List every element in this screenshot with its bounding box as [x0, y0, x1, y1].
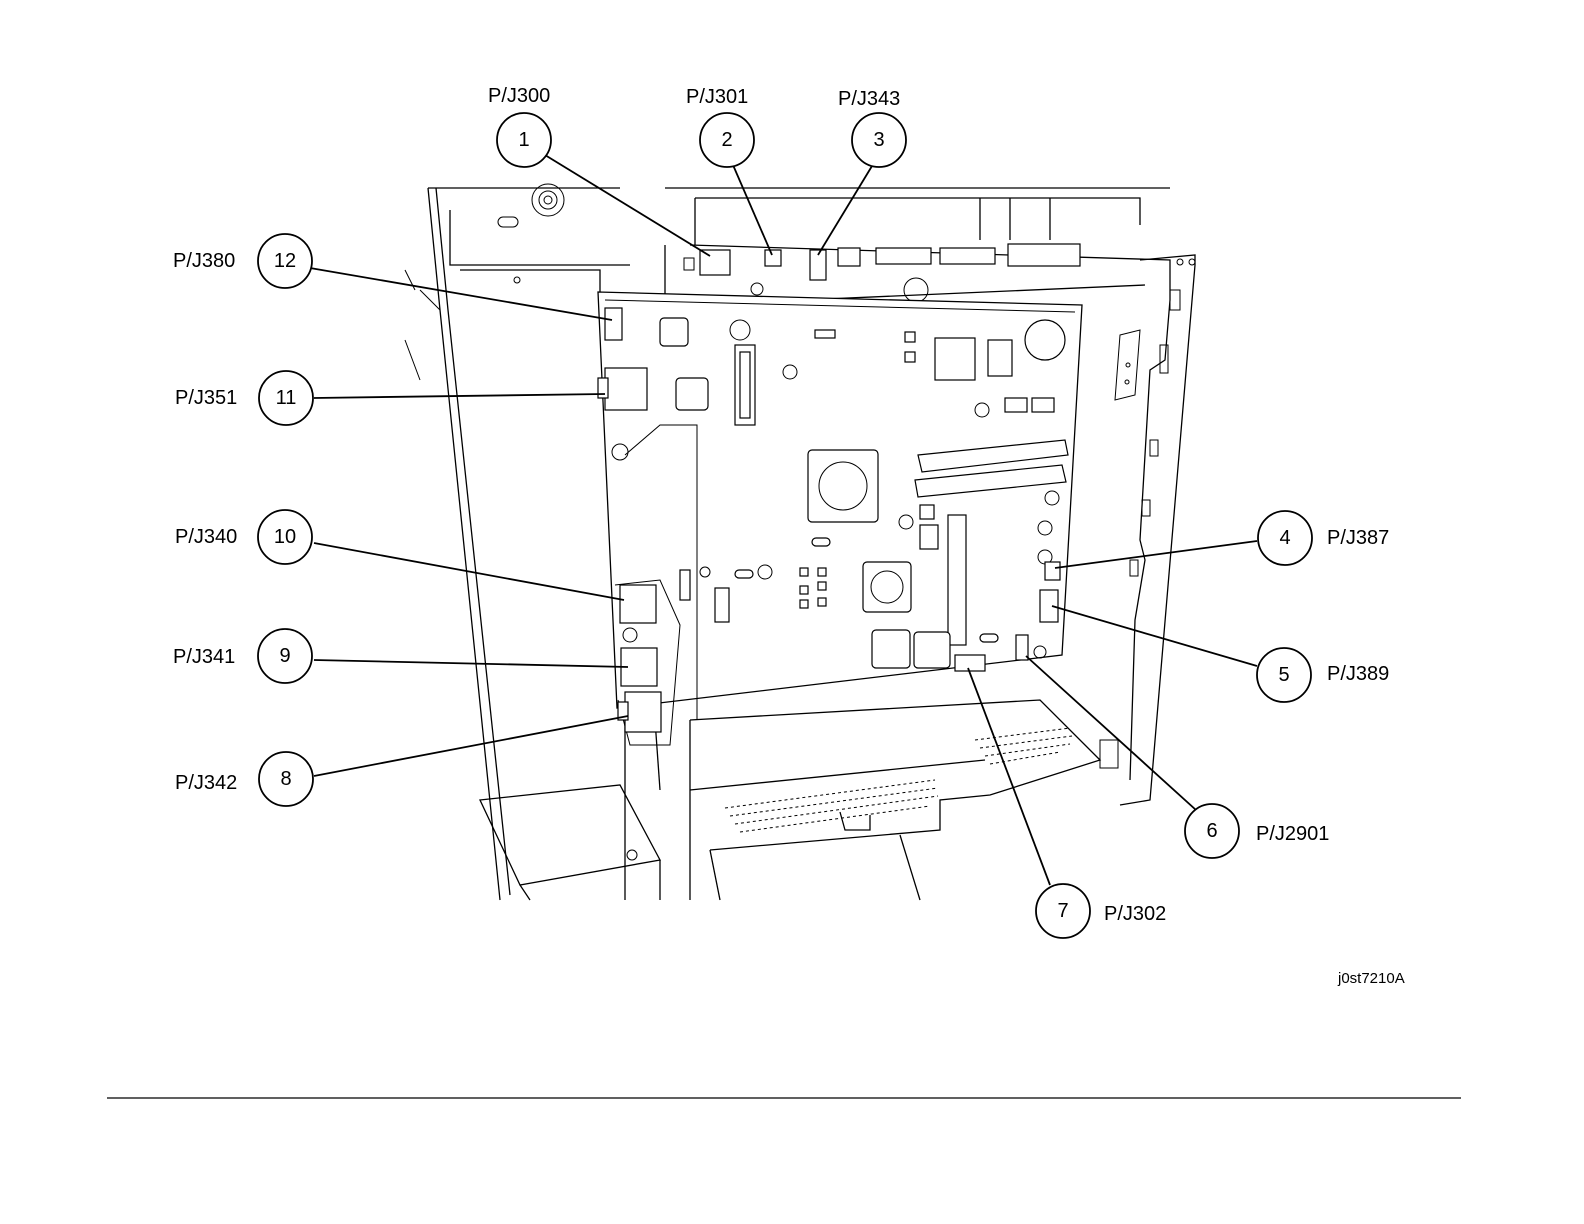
callout-label-5: P/J389 [1327, 663, 1389, 685]
callout-label-2: P/J301 [686, 86, 748, 108]
leader-line-5 [1052, 606, 1257, 666]
callout-label-10: P/J340 [175, 526, 237, 548]
leader-line-11 [314, 394, 605, 398]
callout-number-6: 6 [1206, 820, 1217, 842]
connector-pj301 [765, 250, 781, 266]
connector-pj340 [620, 585, 656, 623]
callout-label-11: P/J351 [175, 387, 237, 409]
callout-11: 11 P/J351 [175, 371, 313, 425]
callout-number-3: 3 [873, 129, 884, 151]
callout-4: 4 P/J387 [1258, 511, 1389, 565]
callout-number-8: 8 [280, 768, 291, 790]
callout-5: 5 P/J389 [1257, 648, 1389, 702]
callout-number-9: 9 [279, 645, 290, 667]
controller-board [598, 244, 1082, 745]
leader-line-12 [310, 268, 612, 320]
leader-line-8 [314, 716, 628, 776]
leader-line-9 [314, 660, 628, 667]
connector-pj302 [955, 655, 985, 671]
callout-label-8: P/J342 [175, 772, 237, 794]
callout-number-2: 2 [721, 129, 732, 151]
callout-number-12: 12 [274, 250, 296, 272]
callout-label-12: P/J380 [173, 250, 235, 272]
callout-7: 7 P/J302 [1036, 884, 1166, 938]
callout-label-4: P/J387 [1327, 527, 1389, 549]
connector-pj389 [1040, 590, 1058, 622]
vent-holes [725, 728, 1072, 832]
callout-number-5: 5 [1278, 664, 1289, 686]
leader-line-1 [545, 155, 710, 256]
connector-pj351 [605, 368, 647, 410]
connector-pj342 [625, 692, 661, 732]
callout-label-1: P/J300 [488, 85, 550, 107]
callout-label-3: P/J343 [838, 88, 900, 110]
callout-number-7: 7 [1057, 900, 1068, 922]
leader-line-4 [1055, 541, 1257, 568]
callout-6: 6 P/J2901 [1185, 804, 1329, 858]
callout-label-7: P/J302 [1104, 903, 1166, 925]
figure-id: j0st7210A [1337, 970, 1405, 987]
callout-label-9: P/J341 [173, 646, 235, 668]
callout-label-6: P/J2901 [1256, 823, 1329, 845]
callout-9: 9 P/J341 [173, 629, 312, 683]
callout-number-1: 1 [518, 129, 529, 151]
callout-2: 2 P/J301 [686, 86, 754, 167]
leader-line-6 [1026, 656, 1196, 810]
callout-number-11: 11 [276, 387, 297, 409]
connector-pj380 [605, 308, 622, 340]
callout-12: 12 P/J380 [173, 234, 312, 288]
callout-8: 8 P/J342 [175, 752, 313, 806]
connector-pj387 [1045, 562, 1060, 580]
leader-line-3 [818, 166, 872, 255]
callout-1: 1 P/J300 [488, 85, 551, 167]
callout-number-10: 10 [274, 526, 296, 548]
leader-line-2 [733, 165, 772, 255]
callout-10: 10 P/J340 [175, 510, 312, 564]
callout-3: 3 P/J343 [838, 88, 906, 167]
connector-pj300 [700, 250, 730, 275]
callout-number-4: 4 [1279, 527, 1290, 549]
